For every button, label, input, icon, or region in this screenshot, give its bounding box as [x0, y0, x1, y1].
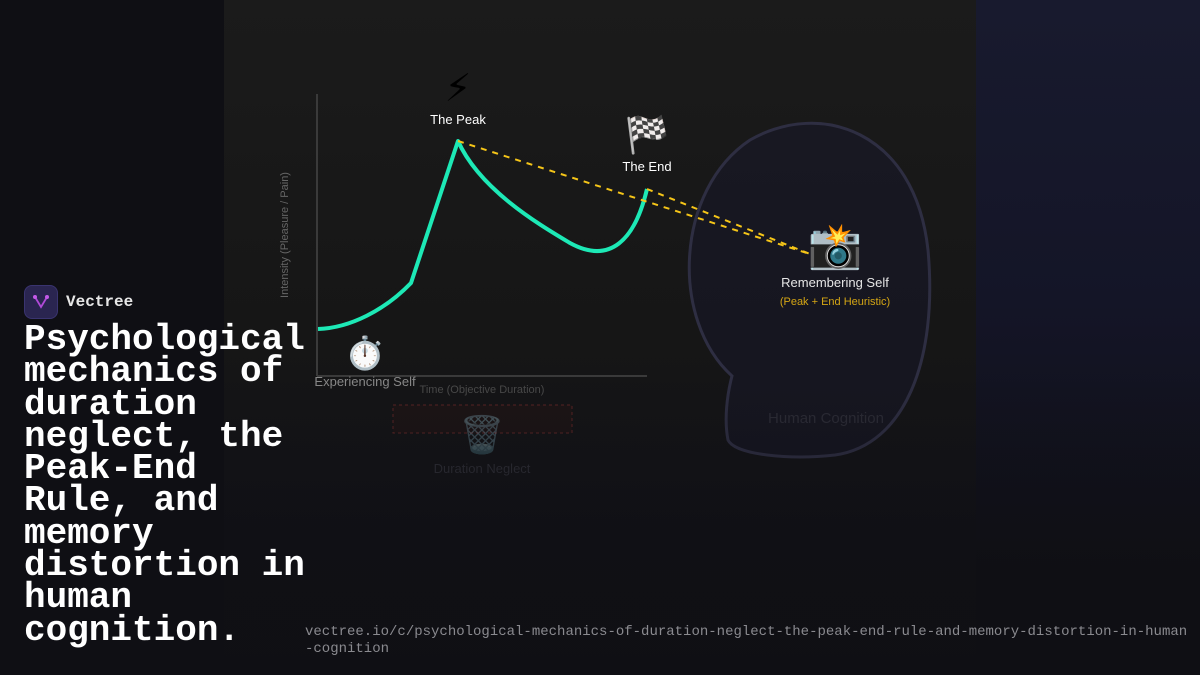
- checkered-flag-icon: 🏁: [624, 115, 670, 156]
- camera-flash-icon: 📸: [807, 221, 863, 272]
- lightning-icon: ⚡: [444, 66, 472, 110]
- stopwatch-icon: ⏱️: [345, 334, 385, 372]
- trash-icon: 🗑️: [459, 415, 505, 456]
- x-axis-label: Time (Objective Duration): [419, 384, 545, 396]
- peak-label: The Peak: [430, 112, 486, 127]
- end-label: The End: [622, 159, 672, 174]
- duration-neglect-label: Duration Neglect: [433, 461, 531, 476]
- human-cognition-label: Human Cognition: [768, 410, 884, 427]
- page-title: Psychological mechanics of duration negl…: [24, 319, 305, 651]
- brand: Vectree: [24, 285, 133, 319]
- page-url[interactable]: vectree.io/c/psychological-mechanics-of-…: [305, 624, 1188, 657]
- y-axis-label: Intensity (Pleasure / Pain): [279, 172, 291, 298]
- remembering-self-label: Remembering Self: [781, 275, 889, 290]
- heuristic-label: (Peak + End Heuristic): [779, 296, 891, 308]
- head-outline: [687, 121, 932, 459]
- vectree-logo-icon: [24, 285, 58, 319]
- brand-name: Vectree: [66, 293, 134, 311]
- experiencing-self-label: Experiencing Self: [314, 374, 416, 389]
- experience-curve: [317, 139, 649, 331]
